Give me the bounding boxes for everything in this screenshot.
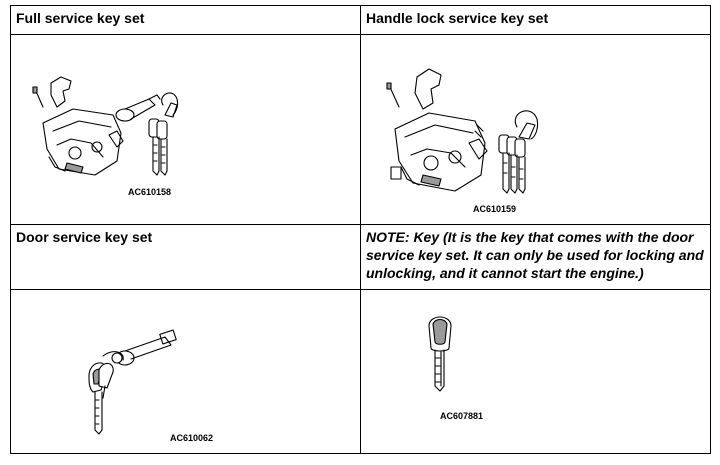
note-key-image-cell: AC607881 (360, 289, 711, 454)
door-service-key-set-header: Door service key set (10, 224, 361, 290)
full-service-key-set-image-cell: AC610158 (10, 34, 361, 225)
full-service-key-set-code: AC610158 (128, 187, 172, 197)
door-lock-cylinder-and-keys-icon (88, 329, 177, 435)
note-key-text: NOTE: Key (It is the key that comes with… (360, 224, 711, 290)
service-key-set-table: Full service key set Handle lock service… (10, 5, 711, 454)
handle-lock-service-key-set-code: AC610159 (473, 204, 517, 214)
door-service-key-set-image-cell: AC610062 (10, 289, 361, 454)
full-service-key-set-header: Full service key set (10, 5, 361, 35)
handle-lock-service-key-set-header: Handle lock service key set (360, 5, 711, 35)
note-key-code: AC607881 (440, 411, 484, 421)
handle-lock-service-key-set-image-cell: AC610159 (360, 34, 711, 225)
door-service-key-set-code: AC610062 (170, 433, 214, 443)
steering-handle-lock-and-keys-icon (386, 68, 539, 194)
single-key-icon (428, 316, 452, 392)
ignition-lock-cylinder-and-keys-icon (32, 76, 179, 176)
